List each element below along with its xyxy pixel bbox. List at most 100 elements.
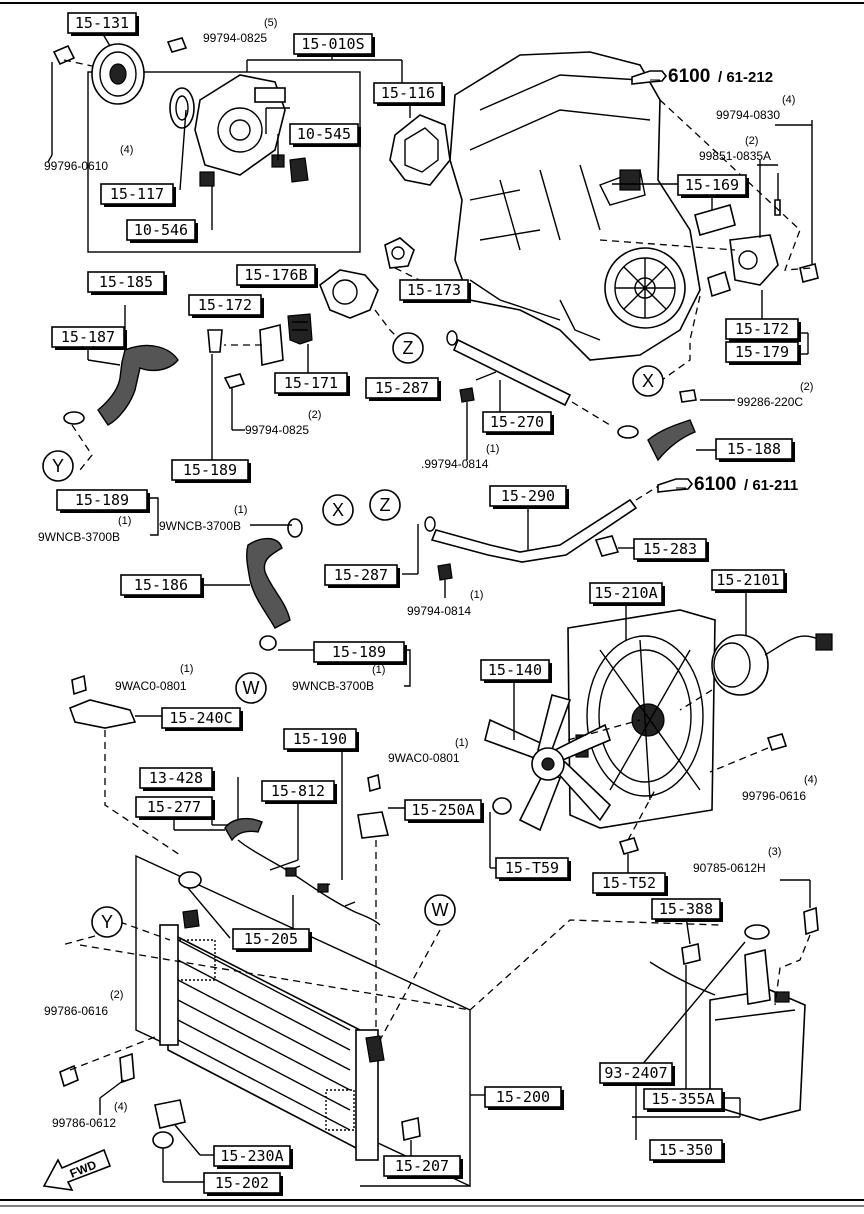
part-number-text: 99794-0830: [716, 108, 780, 122]
callout-label: 15-169: [685, 176, 739, 194]
part-quantity: (4): [120, 144, 133, 156]
part-quantity: (1): [118, 515, 131, 527]
part-callout-c-15-230a: 15-230A: [213, 1145, 293, 1169]
callout-layer: 15-13115-010S15-11610-54515-11710-54615-…: [51, 12, 801, 1196]
marker-letter: X: [642, 371, 654, 391]
radiator-mounts: [59, 1034, 485, 1187]
part-quantity: (1): [455, 737, 468, 749]
gasket-illustration: [389, 101, 451, 186]
marker-letter: X: [332, 500, 344, 520]
part-number-text: 9WAC0-0801: [115, 679, 187, 693]
callout-label: 93-2407: [604, 1064, 667, 1082]
part-number-p-99851-0835a: (2)99851-0835A: [699, 135, 771, 163]
part-number-p-99786-0612: (4)99786-0612: [52, 1101, 127, 1130]
part-callout-c-15-250a: 15-250A: [404, 799, 484, 823]
callout-label: 10-546: [134, 221, 188, 239]
part-number-text: 99851-0835A: [699, 149, 771, 163]
fan-shroud-illustration: [567, 603, 716, 829]
callout-label: 15-176B: [244, 266, 307, 284]
connection-marker-m-x1: X: [632, 365, 664, 397]
callout-label: 15-T52: [602, 874, 656, 892]
part-callout-c-15-189b: 15-189: [56, 489, 150, 513]
lower-hose-illustration: [617, 419, 716, 462]
callout-label: 15-388: [659, 900, 713, 918]
part-quantity: (2): [110, 989, 123, 1001]
connection-marker-m-z1: Z: [392, 332, 424, 364]
callout-label: 15-207: [395, 1157, 449, 1175]
part-callout-c-15-287a: 15-287: [365, 377, 441, 401]
part-callout-c-15-186: 15-186: [120, 574, 204, 598]
callout-label: 15-172: [198, 296, 252, 314]
callout-label: 15-287: [375, 379, 429, 397]
part-number-p-90785-0612h: (3)90785-0612H: [693, 846, 781, 875]
part-quantity: (2): [308, 409, 321, 421]
connection-marker-m-z2: Z: [369, 489, 401, 521]
part-number-p-99794-0830: (4)99794-0830: [716, 94, 795, 122]
callout-label: 15-355A: [651, 1090, 714, 1108]
callout-label: 15-185: [99, 273, 153, 291]
part-number-text: 99794-0825: [203, 31, 267, 45]
marker-letter: Z: [380, 495, 391, 515]
part-callout-c-15-202: 15-202: [203, 1172, 283, 1196]
part-callout-c-15-355a: 15-355A: [643, 1088, 725, 1112]
pointing-hand-icon: [657, 478, 694, 493]
fan-motor-illustration: [679, 590, 833, 711]
part-number-text: 9WNCB-3700B: [38, 530, 120, 544]
part-callout-c-15-287b: 15-287: [324, 564, 400, 588]
part-number-p-99796-0610: (4)99796-0610: [44, 144, 133, 173]
callout-label: 15-189: [332, 643, 386, 661]
part-callout-c-15-205: 15-205: [232, 928, 312, 952]
thermostat-housing-right: [599, 99, 819, 403]
marker-letter: Y: [52, 456, 64, 476]
part-quantity: (4): [114, 1101, 127, 1113]
part-callout-c-15-290: 15-290: [489, 485, 569, 509]
part-number-text: 9WAC0-0801: [388, 751, 460, 765]
callout-label: 15-117: [110, 185, 164, 203]
callout-label: 15-2101: [716, 571, 779, 589]
fan-blade-illustration: [484, 680, 641, 869]
connection-marker-m-w1: W: [235, 672, 267, 704]
part-quantity: (4): [782, 94, 795, 106]
fwd-arrow: FWD: [42, 1148, 112, 1192]
part-number-text: 9WNCB-3700B: [159, 519, 241, 533]
part-number-p-99794-0825b: (2)99794-0825: [245, 409, 321, 437]
section-reference-ref-6100-211[interactable]: 6100/ 61-211: [657, 474, 798, 495]
part-number-text: .99794-0814: [421, 457, 489, 471]
part-number-text: 99794-0814: [407, 604, 471, 618]
part-quantity: (1): [372, 664, 385, 676]
part-number-p-9wac0-0801b: (1) 9WAC0-0801: [388, 737, 468, 765]
part-callout-c-15-171: 15-171: [274, 372, 350, 396]
bracket-15-240c: [68, 674, 181, 856]
callout-label: 15-172: [735, 320, 789, 338]
engine-block-illustration: [449, 51, 701, 361]
callout-label: 15-T59: [505, 859, 559, 877]
callout-label: 15-283: [643, 540, 697, 558]
part-number-p-99286-220c: (2)99286-220C: [737, 381, 813, 409]
bracket-15-250a: [357, 773, 405, 1030]
callout-label: 15-287: [334, 566, 388, 584]
part-callout-c-15-176b: 15-176B: [236, 264, 318, 288]
callout-label: 10-545: [297, 125, 351, 143]
part-callout-c-15-169: 15-169: [677, 174, 749, 198]
part-callout-c-15-350: 15-350: [649, 1139, 725, 1163]
part-number-p-9wac0-0801a: (1) 9WAC0-0801: [115, 663, 193, 693]
part-callout-c-15-283: 15-283: [633, 538, 709, 562]
marker-letter: Z: [403, 338, 414, 358]
callout-label: 13-428: [149, 769, 203, 787]
callout-label: 15-173: [407, 281, 461, 299]
part-quantity: (1): [234, 504, 247, 516]
part-number-text: 99286-220C: [737, 395, 803, 409]
callout-label: 15-187: [61, 328, 115, 346]
part-callout-c-15-131: 15-131: [67, 12, 139, 36]
callout-label: 15-186: [134, 576, 188, 594]
part-number-text: 9WNCB-3700B: [292, 679, 374, 693]
part-callout-c-15-188: 15-188: [715, 438, 795, 462]
pipe-15-290-illustration: [424, 484, 661, 598]
part-quantity: (1): [180, 663, 193, 675]
part-number-p-99794-0825a: (5)99794-0825: [203, 17, 277, 45]
part-number-p-9wncb-3700b-a: (1) 9WNCB-3700B: [38, 515, 131, 544]
connection-marker-m-y2: Y: [91, 906, 123, 938]
section-reference-ref-6100-212[interactable]: 6100/ 61-212: [631, 66, 773, 87]
part-callout-c-15-t52: 15-T52: [592, 872, 668, 896]
